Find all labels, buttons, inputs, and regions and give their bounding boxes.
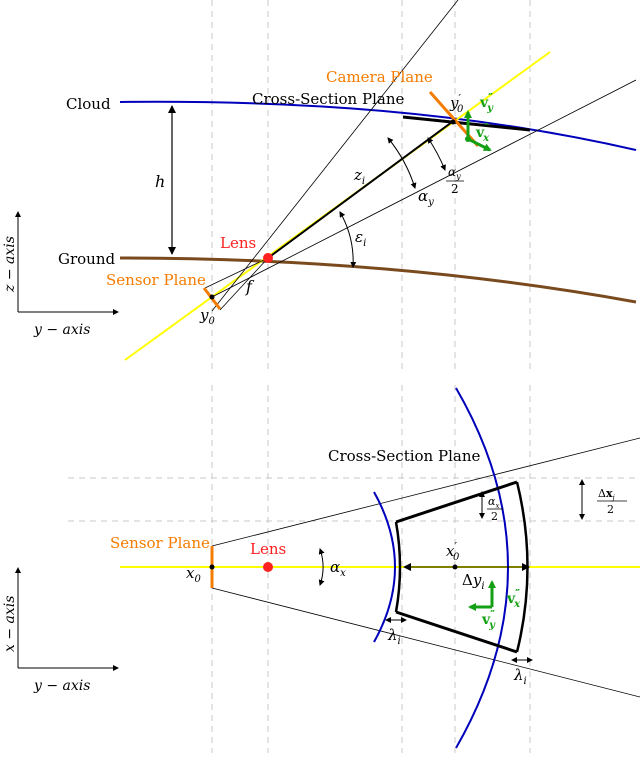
y0-point (209, 294, 215, 300)
alpha-y-label: αy (418, 187, 434, 208)
sensor-ray-a (204, 257, 269, 289)
cross-section-label-top: Cross-Section Plane (252, 90, 404, 108)
y0p-point (450, 119, 456, 125)
alpha-x-half-denominator: 2 (491, 510, 498, 523)
z-axis-label: z − axis (2, 236, 18, 293)
sensor-plane-label: Sensor Plane (106, 271, 206, 289)
fov-ray-lower (211, 79, 637, 298)
top-panel: Cloud Ground h Lens Sensor Plane Camera … (2, 0, 637, 372)
fov-ray-lower-bottom (211, 587, 640, 698)
y-axis-label-top: y − axis (33, 322, 90, 338)
y-axis-label-bottom: y − axis (33, 678, 90, 694)
epsilon-arc (339, 211, 357, 268)
y0-label: y0 (199, 306, 215, 327)
alpha-x-arc (318, 548, 325, 586)
x0p-label: x′0 (446, 540, 460, 563)
y0p-label: y′0 (449, 92, 464, 115)
near-arc (373, 491, 396, 643)
central-ray (267, 121, 453, 259)
bottom-dashed-guides (68, 385, 640, 753)
x0-point (209, 564, 215, 570)
h-label: h (155, 172, 165, 191)
lens-label-bottom: Lens (250, 540, 286, 558)
alpha-x-half-label: αx 2 (487, 495, 503, 523)
ground-label: Ground (58, 250, 116, 268)
epsilon-label: εi (355, 228, 366, 249)
delta-x-half-label: Δxj 2 (597, 487, 627, 516)
vx-vector (467, 137, 492, 152)
alpha-y-half-label: αy 2 (446, 165, 464, 196)
cross-section-edge-top (395, 480, 518, 524)
ground-curve (119, 256, 637, 304)
x-axis-label: x − axis (2, 596, 18, 652)
sensor-ray-b (219, 257, 269, 311)
lambda-label-far: λi (513, 666, 527, 687)
alpha-y-half-numerator: αy (448, 165, 461, 181)
vector-origin (465, 136, 471, 142)
cloud-label: Cloud (66, 95, 111, 113)
lens-label: Lens (220, 234, 256, 252)
cross-section-label-bottom: Cross-Section Plane (328, 447, 480, 465)
alpha-y-arc (387, 137, 417, 189)
bottom-panel: Cross-Section Plane Sensor Plane Lens x0… (2, 385, 640, 753)
vx-label-bottom: v″x (506, 587, 521, 610)
vy-label-bottom: v″y (481, 608, 496, 631)
x0-label: x0 (186, 564, 201, 585)
near-arc-segment (394, 521, 402, 613)
alpha-y-half-denominator: 2 (451, 182, 459, 196)
f-label: f (245, 277, 255, 296)
top-dashed-guides (211, 0, 531, 372)
lambda-label-near: λi (387, 626, 401, 647)
delta-x-half-denominator: 2 (607, 503, 614, 516)
delta-x-half-numerator: Δxj (598, 487, 616, 502)
alpha-y-half-arc (427, 137, 446, 171)
fov-ray-upper (211, 0, 459, 312)
cloud-curve (119, 100, 637, 151)
lens-dot (263, 253, 273, 263)
delta-y-label: Δyi (462, 571, 485, 592)
cross-section-edge-bottom (395, 610, 518, 654)
sensor-plane-label-bottom: Sensor Plane (110, 534, 210, 552)
lens-dot-bottom (263, 562, 273, 572)
vy-label-top: v″y (479, 91, 494, 114)
camera-plane-label: Camera Plane (326, 68, 433, 86)
fov-ray-upper-bottom (211, 437, 640, 547)
vx-label-top: v″x (475, 121, 490, 144)
zi-label: zi (353, 166, 365, 187)
alpha-x-half-numerator: αx (488, 495, 499, 510)
alpha-x-label: αx (330, 558, 346, 579)
